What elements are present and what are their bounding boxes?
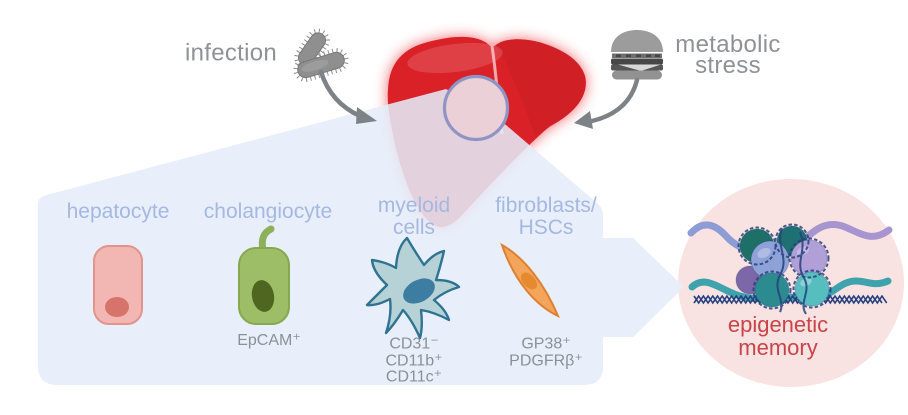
dna-zigzag-strand <box>693 294 883 305</box>
hepatocyte-cell <box>93 245 143 325</box>
myeloid-cell <box>365 236 461 340</box>
fibroblast-cell <box>500 242 560 319</box>
magnifier-beam-panel <box>38 89 684 385</box>
marker-epcam: EpCAM⁺ <box>237 331 301 349</box>
arrow-stress-to-liver <box>574 77 640 129</box>
marker-cd31: CD31⁻ <box>389 335 439 353</box>
metabolic-stress-line1: metabolic <box>675 31 781 58</box>
marker-cd11b: CD11b⁺ <box>385 351 443 369</box>
metabolic-stress-label: metabolic stress <box>675 31 781 79</box>
hepatocyte-nucleus <box>105 297 129 317</box>
infection-label-text: infection <box>184 39 278 67</box>
fibroblast-markers: GP38⁺ PDGFRβ⁺ <box>509 335 583 370</box>
marker-cd11c: CD11c⁺ <box>385 368 443 386</box>
myeloid-markers: CD31⁻ CD11b⁺ CD11c⁺ <box>385 336 442 386</box>
dna-coil-wraps <box>737 223 832 315</box>
histone-sphere <box>790 239 828 277</box>
liver-lobe-shading <box>496 39 586 136</box>
cholangiocyte-cell <box>238 225 290 325</box>
dna-zigzag-strand <box>693 294 888 305</box>
histone-tail-purple <box>795 221 893 250</box>
marker-gp38: GP38⁺ <box>521 335 571 353</box>
cholangiocyte-markers: EpCAM⁺ <box>237 331 301 350</box>
hepatocyte-label: hepatocyte <box>66 200 170 223</box>
metabolic-stress-line2: stress <box>695 52 761 79</box>
arrow-infection-to-liver <box>318 69 377 124</box>
histone-sphere <box>754 272 790 308</box>
infection-label: infection <box>184 39 278 67</box>
histone-sphere <box>794 271 830 307</box>
cholangiocyte-nucleus <box>251 280 275 312</box>
histone-spheres <box>735 225 830 308</box>
marker-pdgfrb: PDGFRβ⁺ <box>509 352 583 369</box>
myeloid-cells-label: myeloid cells <box>377 194 451 239</box>
myeloid-nucleus <box>403 278 435 304</box>
fibroblast-nucleus <box>520 272 538 290</box>
magnifier-circle <box>442 74 510 142</box>
fibroblasts-hscs-label: fibroblasts/ HSCs <box>495 194 597 239</box>
hamburger-icon <box>611 30 663 80</box>
liver-highlight <box>407 42 503 74</box>
epigenetic-memory-label: epigenetic memory <box>727 312 829 360</box>
nucleosome-illustration <box>687 221 893 315</box>
cholangiocyte-label: cholangiocyte <box>203 200 333 223</box>
